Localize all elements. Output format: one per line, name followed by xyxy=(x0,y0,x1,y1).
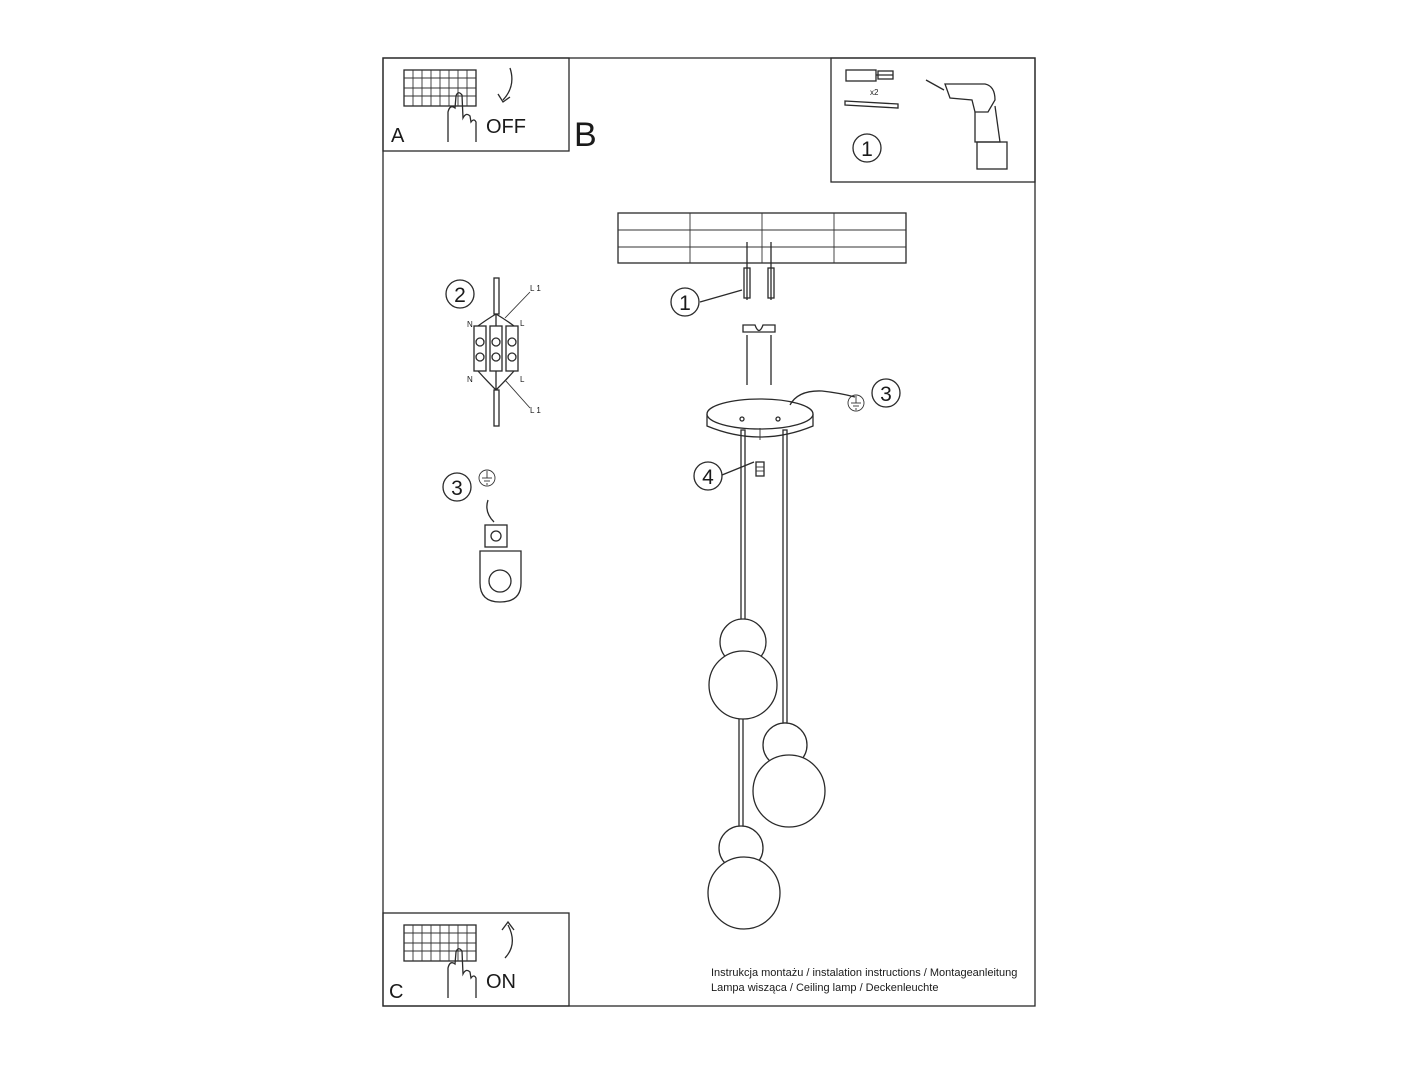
footer-title-line-1: Instrukcja montażu / instalation instruc… xyxy=(711,967,1017,979)
svg-text:2: 2 xyxy=(454,284,466,307)
wall-plug-icon xyxy=(845,69,894,82)
panel-b-letter: B xyxy=(574,116,597,154)
screw-quantity: x2 xyxy=(870,88,879,97)
label-l1-top: L 1 xyxy=(530,284,541,293)
fuse-box-icon xyxy=(403,924,477,962)
svg-text:1: 1 xyxy=(679,292,691,315)
mounting-bracket-icon xyxy=(742,324,776,385)
svg-text:3: 3 xyxy=(880,383,892,406)
label-l1-bottom: L 1 xyxy=(530,406,541,415)
fuse-box-icon xyxy=(403,69,477,107)
label-l-bottom: L xyxy=(520,375,525,384)
step-2-marker: 2 xyxy=(445,279,475,309)
svg-text:1: 1 xyxy=(861,138,873,161)
on-label: ON xyxy=(486,971,516,993)
hand-icon xyxy=(447,948,477,998)
arrow-down-icon xyxy=(502,67,513,101)
panel-c-letter: C xyxy=(389,981,403,1003)
step-3-marker: 3 xyxy=(442,472,472,502)
wiring-diagram: 2 L 1 L N N L L 1 xyxy=(445,277,541,427)
terminal-block-icon xyxy=(473,325,519,372)
label-l-top: L xyxy=(520,319,525,328)
ground-connection: 3 xyxy=(442,469,522,603)
panel-a-switch-off: A OFF xyxy=(382,57,570,152)
svg-text:3: 3 xyxy=(451,477,463,500)
ceiling-assembly: 1 3 xyxy=(617,212,907,930)
arrow-up-icon xyxy=(504,924,513,959)
callout-3: 3 xyxy=(871,378,901,408)
panel-a-letter: A xyxy=(391,125,405,147)
tools-box: x2 1 xyxy=(830,57,1036,183)
ground-symbol-main-icon xyxy=(847,394,865,412)
screw-anchor-icon xyxy=(743,242,775,300)
footer-title-line-2: Lampa wisząca / Ceiling lamp / Deckenleu… xyxy=(711,982,938,994)
label-n-top: N xyxy=(467,320,473,329)
svg-text:4: 4 xyxy=(702,466,714,489)
glass-globe-2 xyxy=(752,722,826,828)
ground-symbol-icon xyxy=(478,469,496,487)
set-screw-icon xyxy=(755,428,765,477)
ground-terminal-icon xyxy=(479,524,522,603)
panel-c-switch-on: C ON xyxy=(382,912,570,1007)
drill-icon xyxy=(925,79,1008,170)
screw-icon xyxy=(844,100,899,109)
step-1-marker: 1 xyxy=(852,133,882,163)
label-n-bottom: N xyxy=(467,375,473,384)
hand-icon xyxy=(447,92,477,142)
page-frame xyxy=(382,57,1036,1007)
ground-wire-icon xyxy=(789,390,856,406)
glass-globe-3 xyxy=(707,825,781,930)
glass-globe-1 xyxy=(708,618,778,720)
ceiling-icon xyxy=(617,212,907,264)
callout-1: 1 xyxy=(670,287,743,317)
callout-4: 4 xyxy=(693,461,755,491)
off-label: OFF xyxy=(486,116,526,138)
